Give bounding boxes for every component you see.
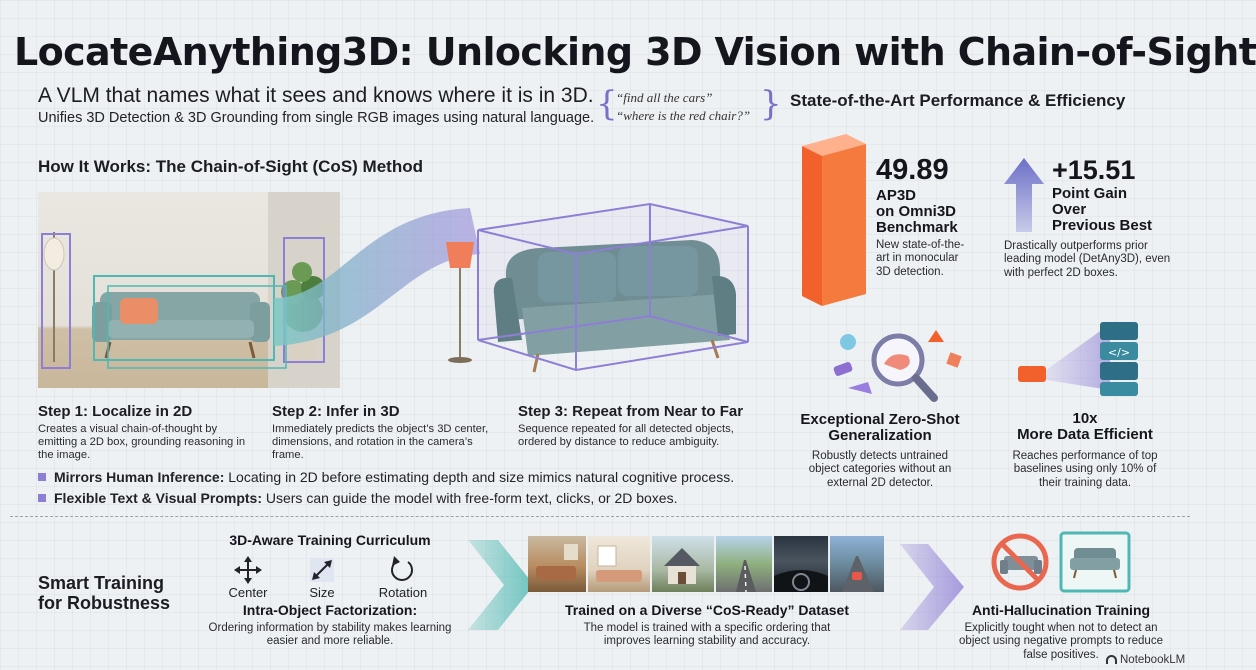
dataset-image-road (716, 536, 772, 593)
metric1-value: 49.89 (876, 154, 949, 186)
metric3-label-line2: Generalization (828, 426, 932, 444)
metric4-label-line2: More Data Efficient (1017, 425, 1153, 443)
brace-left-icon: { (596, 84, 618, 124)
metric1-label-line3: Benchmark (876, 218, 958, 236)
training-heading: Smart Training for Robustness (38, 573, 170, 613)
how-it-works-heading: How It Works: The Chain-of-Sight (CoS) M… (38, 157, 423, 176)
purple-chevron-icon (900, 544, 964, 630)
dataset-image-living-room (528, 536, 586, 592)
orange-bar-icon (802, 134, 866, 306)
no-sofa-icon (991, 533, 1049, 591)
metric2-label: Point Gain Over Previous Best (1052, 186, 1152, 233)
metric1-label-line1: AP3D (876, 187, 917, 204)
metric2-desc: Drastically outperforms prior leading mo… (1004, 240, 1171, 279)
bullet-2-text: Users can guide the model with free-form… (261, 490, 678, 506)
data-efficiency-icon: </> (1018, 322, 1138, 396)
icon-label-size: Size (309, 585, 335, 600)
subtitle: A VLM that names what it sees and knows … (38, 84, 594, 107)
step-3-desc: Sequence repeated for all detected objec… (518, 423, 734, 449)
metric1-desc: New state-of-the-art in monocular 3D det… (876, 239, 965, 278)
notebooklm-logo-icon (1106, 655, 1117, 664)
sofa-3d-box (446, 202, 749, 373)
bullet-2-bold: Flexible Text & Visual Prompts: (54, 490, 262, 506)
teal-chevron-icon (468, 540, 534, 630)
metric3-label: Exceptional Zero-Shot Generalization (790, 412, 970, 444)
dataset-image-house (652, 536, 714, 592)
metric3-label-line1: Exceptional Zero-Shot (800, 411, 960, 428)
brace-right-icon: } (760, 84, 782, 124)
resize-diagonal-icon (310, 558, 334, 582)
metric4-desc: Reaches performance of top baselines usi… (1012, 450, 1158, 489)
dataset-image-strip (528, 536, 884, 593)
step-1-desc: Creates a visual chain-of-thought by emi… (38, 423, 246, 462)
example-prompt-1: “find all the cars” (616, 90, 713, 105)
step-2-title: Step 2: Infer in 3D (272, 403, 400, 420)
bullet-human-inference: Mirrors Human Inference: Locating in 2D … (38, 469, 734, 485)
page-title: LocateAnything3D: Unlocking 3D Vision wi… (14, 30, 1256, 74)
dataset-desc: The model is trained with a specific ord… (583, 622, 831, 648)
bullet-1-text: Locating in 2D before estimating depth a… (224, 469, 735, 485)
magnifier-objects-icon (833, 330, 962, 402)
metric4-label: 10x More Data Efficient (1000, 411, 1170, 443)
performance-heading: State-of-the-Art Performance & Efficienc… (790, 91, 1126, 110)
curriculum-title: 3D-Aware Training Curriculum (229, 532, 431, 548)
metric3-desc: Robustly detects untrained object catego… (808, 450, 952, 489)
dataset-image-dashboard (774, 536, 828, 592)
metric2-label-line3: Previous Best (1052, 216, 1153, 234)
rotation-icon (391, 556, 413, 581)
dataset-title: Trained on a Diverse “CoS-Ready” Dataset (565, 602, 849, 618)
step-2-desc: Immediately predicts the object’s 3D cen… (272, 423, 489, 462)
dataset-image-highway (830, 536, 884, 592)
factorization-title: Intra-Object Factorization: (242, 602, 418, 618)
example-prompt-2: “where is the red chair?” (616, 108, 751, 123)
icon-label-rotation: Rotation (378, 585, 428, 600)
bullet-square-icon (38, 494, 46, 502)
notebooklm-label: NotebookLM (1120, 654, 1186, 666)
notebooklm-watermark: NotebookLM (1106, 654, 1185, 666)
step-1-title: Step 1: Localize in 2D (38, 403, 193, 420)
step-3-title: Step 3: Repeat from Near to Far (518, 403, 744, 420)
projection-flow-graphic (274, 208, 480, 346)
move-arrows-icon (234, 556, 262, 584)
bullet-square-icon (38, 473, 46, 481)
anti-hallucination-title: Anti-Hallucination Training (971, 602, 1151, 618)
icon-label-center: Center (228, 585, 268, 600)
tagline: Unifies 3D Detection & 3D Grounding from… (38, 110, 595, 126)
metric2-label-line2: Over (1052, 200, 1087, 218)
dataset-image-bedroom (588, 536, 650, 592)
svg-text:</>: </> (1108, 346, 1130, 359)
sofa-detected-icon (1059, 531, 1131, 593)
metric1-label-line2: on Omni3D (876, 202, 957, 220)
up-arrow-icon (1004, 158, 1044, 232)
anti-hallucination-desc: Explicitly tought when not to detect an … (959, 622, 1163, 661)
example-prompts: { “find all the cars” “where is the red … (596, 84, 782, 130)
bullet-1-bold: Mirrors Human Inference: (54, 469, 225, 485)
bullet-flexible-prompts: Flexible Text & Visual Prompts: Users ca… (38, 490, 677, 506)
training-heading-line2: for Robustness (38, 593, 171, 614)
training-heading-line1: Smart Training (38, 573, 165, 593)
metric2-label-line1: Point Gain (1052, 185, 1127, 202)
factorization-desc: Ordering information by stability makes … (208, 622, 452, 648)
metric1-label: AP3D on Omni3D Benchmark (876, 188, 958, 235)
metric2-value: +15.51 (1052, 155, 1136, 185)
metric4-label-line1: 10x (1072, 410, 1098, 427)
section-divider (10, 516, 1190, 517)
